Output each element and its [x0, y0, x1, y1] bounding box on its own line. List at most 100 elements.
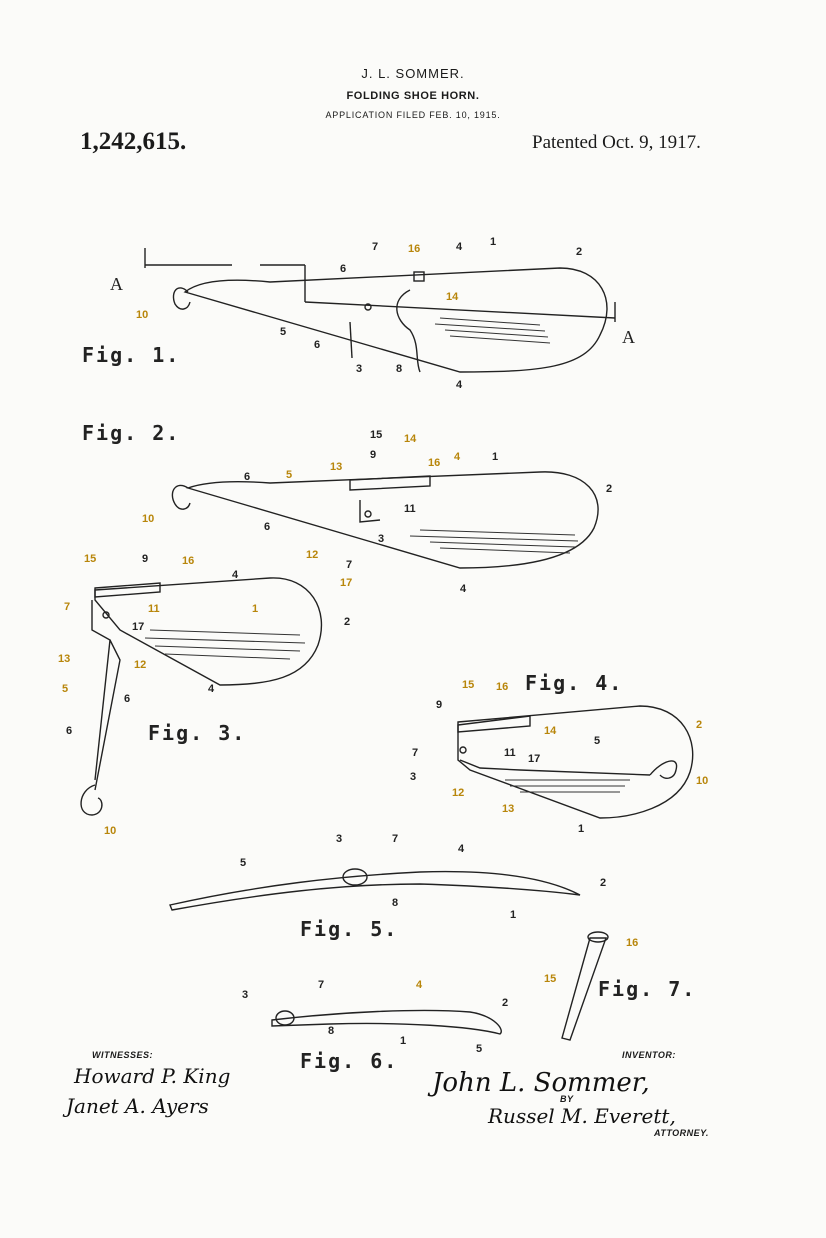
ref-numeral: 3 [410, 771, 416, 783]
ref-numeral: 9 [436, 699, 442, 711]
ref-numeral: 4 [456, 241, 463, 253]
by-label: BY [560, 1094, 574, 1104]
inventor-label: INVENTOR: [622, 1050, 676, 1060]
ref-numeral: 13 [58, 653, 70, 665]
ref-numeral: 11 [504, 747, 516, 759]
ref-numeral: 3 [242, 989, 248, 1001]
ref-numeral: 12 [452, 787, 464, 799]
inventor-signature: John L. Sommer, [432, 1068, 650, 1098]
witness-signature-1: Howard P. King [74, 1064, 231, 1088]
figure-6-drawing: 3 7 4 2 1 5 8 Fig. 6. [242, 979, 508, 1073]
attorney-signature: Russel M. Everett, [488, 1104, 676, 1128]
ref-numeral: 1 [492, 451, 498, 463]
invention-title: FOLDING SHOE HORN. [346, 90, 480, 102]
ref-numeral: 5 [62, 683, 68, 695]
ref-numeral: 7 [64, 601, 70, 613]
ref-numeral: 4 [232, 569, 239, 581]
ref-numeral: 4 [454, 451, 461, 463]
figure-3-label: Fig. 3. [148, 721, 246, 745]
ref-numeral: 5 [594, 735, 600, 747]
ref-numeral: 7 [392, 833, 398, 845]
attorney-label: ATTORNEY. [654, 1128, 709, 1138]
section-mark-right: A [622, 327, 635, 347]
ref-numeral: 12 [134, 659, 146, 671]
inventor-name: J. L. SOMMER. [361, 66, 465, 81]
ref-numeral: 1 [578, 823, 584, 835]
ref-numeral: 6 [66, 725, 72, 737]
ref-numeral: 4 [416, 979, 423, 991]
ref-numeral: 5 [240, 857, 246, 869]
ref-numeral: 1 [400, 1035, 406, 1047]
ref-numeral: 6 [264, 521, 270, 533]
ref-numeral: 17 [132, 621, 144, 633]
figure-2-label: Fig. 2. [82, 421, 180, 445]
ref-numeral: 9 [142, 553, 148, 565]
ref-numeral: 3 [378, 533, 384, 545]
section-mark-left: A [110, 274, 123, 294]
ref-numeral: 4 [208, 683, 215, 695]
ref-numeral: 4 [456, 379, 463, 391]
application-filed: APPLICATION FILED FEB. 10, 1915. [325, 110, 501, 120]
figure-3-drawing: 1 2 4 4 5 6 6 7 9 10 11 12 13 15 16 17 F… [58, 553, 350, 837]
ref-numeral: 6 [124, 693, 130, 705]
ref-numeral: 8 [328, 1025, 334, 1037]
ref-numeral: 7 [412, 747, 418, 759]
ref-numeral: 3 [356, 363, 362, 375]
ref-numeral: 10 [142, 513, 154, 525]
ref-numeral: 16 [408, 243, 420, 255]
ref-numeral: 7 [346, 559, 352, 571]
ref-numeral: 16 [496, 681, 508, 693]
ref-numeral: 14 [404, 433, 417, 445]
patent-number: 1,242,615. [80, 128, 187, 155]
ref-numeral: 15 [544, 973, 556, 985]
ref-numeral: 1 [252, 603, 258, 615]
figure-5-drawing: 5 3 7 4 2 1 8 Fig. 5. [169, 833, 606, 941]
witnesses-label: WITNESSES: [92, 1050, 154, 1060]
ref-numeral: 4 [460, 583, 467, 595]
ref-numeral: 17 [528, 753, 540, 765]
ref-numeral: 12 [306, 549, 318, 561]
ref-numeral: 10 [104, 825, 116, 837]
ref-numeral: 6 [340, 263, 346, 275]
ref-numeral: 16 [182, 555, 194, 567]
figure-5-label: Fig. 5. [300, 917, 398, 941]
figure-4-drawing: Fig. 4. 1 2 3 5 7 9 10 11 12 13 14 15 16… [410, 671, 708, 835]
ref-numeral: 2 [696, 719, 702, 731]
figure-1-label: Fig. 1. [82, 343, 180, 367]
ref-numeral: 13 [502, 803, 514, 815]
ref-numeral: 15 [84, 553, 96, 565]
ref-numeral: 8 [392, 897, 398, 909]
ref-numeral: 5 [280, 326, 286, 338]
ref-numeral: 14 [446, 291, 459, 303]
ref-numeral: 17 [340, 577, 352, 589]
patent-date: Patented Oct. 9, 1917. [532, 132, 701, 153]
ref-numeral: 2 [576, 246, 582, 258]
ref-numeral: 13 [330, 461, 342, 473]
ref-numeral: 16 [626, 937, 638, 949]
ref-numeral: 1 [510, 909, 516, 921]
figure-4-label: Fig. 4. [525, 671, 623, 695]
ref-numeral: 6 [314, 339, 320, 351]
ref-numeral: 9 [370, 449, 376, 461]
figure-2-drawing: Fig. 2. 1 2 3 4 4 5 6 6 7 9 10 11 12 13 … [82, 421, 612, 595]
ref-numeral: 16 [428, 457, 440, 469]
ref-numeral: 3 [336, 833, 342, 845]
ref-numeral: 10 [136, 309, 148, 321]
ref-numeral: 14 [544, 725, 557, 737]
figure-7-label: Fig. 7. [598, 977, 696, 1001]
ref-numeral: 15 [370, 429, 382, 441]
ref-numeral: 7 [318, 979, 324, 991]
ref-numeral: 7 [372, 241, 378, 253]
witness-signature-2: Janet A. Ayers [66, 1094, 209, 1118]
ref-numeral: 8 [396, 363, 402, 375]
ref-numeral: 11 [148, 603, 160, 615]
ref-numeral: 5 [476, 1043, 482, 1055]
ref-numeral: 2 [344, 616, 350, 628]
figure-1-drawing: A A 1 2 3 4 4 5 6 6 7 8 10 14 16 Fig. 1. [82, 236, 635, 391]
ref-numeral: 1 [490, 236, 496, 248]
ref-numeral: 4 [458, 843, 465, 855]
ref-numeral: 5 [286, 469, 292, 481]
figure-6-label: Fig. 6. [300, 1049, 398, 1073]
ref-numeral: 2 [606, 483, 612, 495]
